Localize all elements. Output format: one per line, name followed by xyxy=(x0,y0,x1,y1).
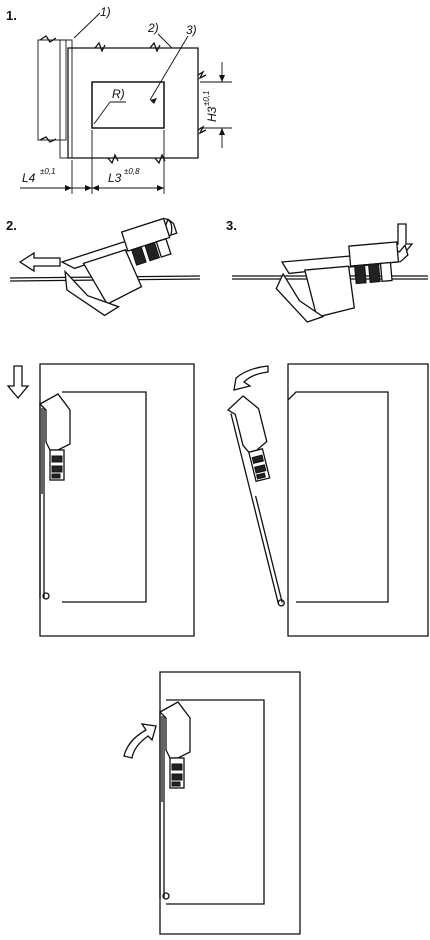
seal-strip xyxy=(59,39,73,159)
frame-2-material xyxy=(67,47,199,159)
arrow-down-icon-2 xyxy=(6,365,30,400)
arrow-left-icon xyxy=(18,251,61,273)
dim-l4-name: L4 xyxy=(22,171,36,185)
clip-level-step3 xyxy=(275,241,409,323)
step-3-press: 3. xyxy=(226,218,428,323)
dim-l3-name: L3 xyxy=(108,171,122,185)
cutout-3 xyxy=(91,81,165,129)
step-rotate-in xyxy=(224,363,429,637)
dim-l4-tol: ±0,1 xyxy=(40,167,56,176)
step-2-insert: 2. xyxy=(6,217,201,317)
panel-1-strip xyxy=(37,39,67,141)
curved-arrow-icon-2 xyxy=(123,723,157,759)
callout-1: 1) xyxy=(100,5,111,19)
step-2-label: 2. xyxy=(6,218,17,233)
dim-h3-tol: ±0,1 xyxy=(202,90,211,106)
clip-tilted-step2 xyxy=(60,217,178,317)
step-1-cutout-detail: 1. 1) 2) 3) R) H3 ±0,1 xyxy=(6,5,232,194)
curved-arrow-icon xyxy=(233,365,269,391)
callout-r: R) xyxy=(112,87,125,101)
step-slide-down xyxy=(6,363,195,637)
step-1-label: 1. xyxy=(6,8,17,23)
dim-h3-name: H3 xyxy=(205,106,219,122)
step-rotate-up xyxy=(123,671,301,935)
callout-2: 2) xyxy=(147,21,159,35)
callout-3: 3) xyxy=(186,23,197,37)
clip-tilted-b xyxy=(224,392,285,607)
dim-l3-tol: ±0,8 xyxy=(124,167,140,176)
step-3-label: 3. xyxy=(226,218,237,233)
